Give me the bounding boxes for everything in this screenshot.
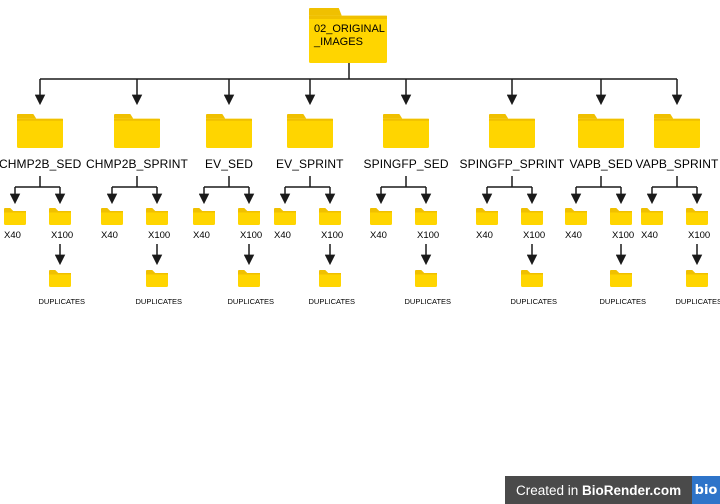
duplicates-label: DUPLICATES [510, 297, 558, 306]
duplicates-label: DUPLICATES [308, 297, 356, 306]
biorender-logo: bio [692, 476, 720, 504]
duplicates-folder-icon [686, 270, 708, 287]
category-label: SPINGFP_SPRINT [459, 157, 565, 171]
duplicates-folder-icon [610, 270, 632, 287]
x40-label: X40 [193, 230, 210, 241]
x40-label: X40 [641, 230, 658, 241]
category-folder-icon [114, 114, 160, 148]
x40-folder-icon [565, 208, 587, 225]
x100-folder-icon [319, 208, 341, 225]
duplicates-folder-icon [319, 270, 341, 287]
x100-folder-icon [521, 208, 543, 225]
x40-label: X40 [101, 230, 118, 241]
x100-label: X100 [523, 230, 546, 241]
x100-label: X100 [417, 230, 440, 241]
category-folder-icon [383, 114, 429, 148]
category-label: VAPB_SED [569, 157, 633, 171]
category-label: EV_SPRINT [276, 157, 344, 171]
root-folder-label: 02_ORIGINAL _IMAGES [314, 23, 385, 48]
duplicates-label: DUPLICATES [38, 297, 86, 306]
duplicates-label: DUPLICATES [675, 297, 720, 306]
x40-label: X40 [4, 230, 21, 241]
category-label: VAPB_SPRINT [635, 157, 719, 171]
category-folder-icon [287, 114, 333, 148]
category-folder-icon [489, 114, 535, 148]
root-folder-icon [309, 8, 387, 63]
category-label: CHMP2B_SED [0, 157, 82, 171]
category-label: SPINGFP_SED [363, 157, 449, 171]
x40-folder-icon [101, 208, 123, 225]
x100-label: X100 [51, 230, 74, 241]
duplicates-folder-icon [49, 270, 71, 287]
watermark-text: Created in BioRender.com [516, 482, 682, 498]
x40-label: X40 [476, 230, 493, 241]
duplicates-label: DUPLICATES [135, 297, 183, 306]
category-folder-icon [17, 114, 63, 148]
x100-label: X100 [688, 230, 711, 241]
x40-folder-icon [641, 208, 663, 225]
biorender-watermark: Created in BioRender.com bio [505, 476, 720, 504]
duplicates-label: DUPLICATES [227, 297, 275, 306]
category-label: CHMP2B_SPRINT [86, 157, 188, 171]
x40-folder-icon [274, 208, 296, 225]
x100-label: X100 [148, 230, 171, 241]
duplicates-folder-icon [238, 270, 260, 287]
x40-label: X40 [274, 230, 291, 241]
x40-folder-icon [476, 208, 498, 225]
x40-folder-icon [193, 208, 215, 225]
category-label: EV_SED [205, 157, 253, 171]
category-folder-icon [578, 114, 624, 148]
x100-folder-icon [610, 208, 632, 225]
x100-folder-icon [686, 208, 708, 225]
x100-label: X100 [612, 230, 635, 241]
duplicates-label: DUPLICATES [599, 297, 647, 306]
x100-label: X100 [321, 230, 344, 241]
x40-label: X40 [565, 230, 582, 241]
x100-folder-icon [415, 208, 437, 225]
x100-folder-icon [238, 208, 260, 225]
x40-folder-icon [4, 208, 26, 225]
category-folder-icon [654, 114, 700, 148]
x40-folder-icon [370, 208, 392, 225]
duplicates-folder-icon [521, 270, 543, 287]
duplicates-label: DUPLICATES [404, 297, 452, 306]
duplicates-folder-icon [146, 270, 168, 287]
x40-label: X40 [370, 230, 387, 241]
x100-folder-icon [49, 208, 71, 225]
duplicates-folder-icon [415, 270, 437, 287]
x100-label: X100 [240, 230, 263, 241]
x100-folder-icon [146, 208, 168, 225]
category-folder-icon [206, 114, 252, 148]
